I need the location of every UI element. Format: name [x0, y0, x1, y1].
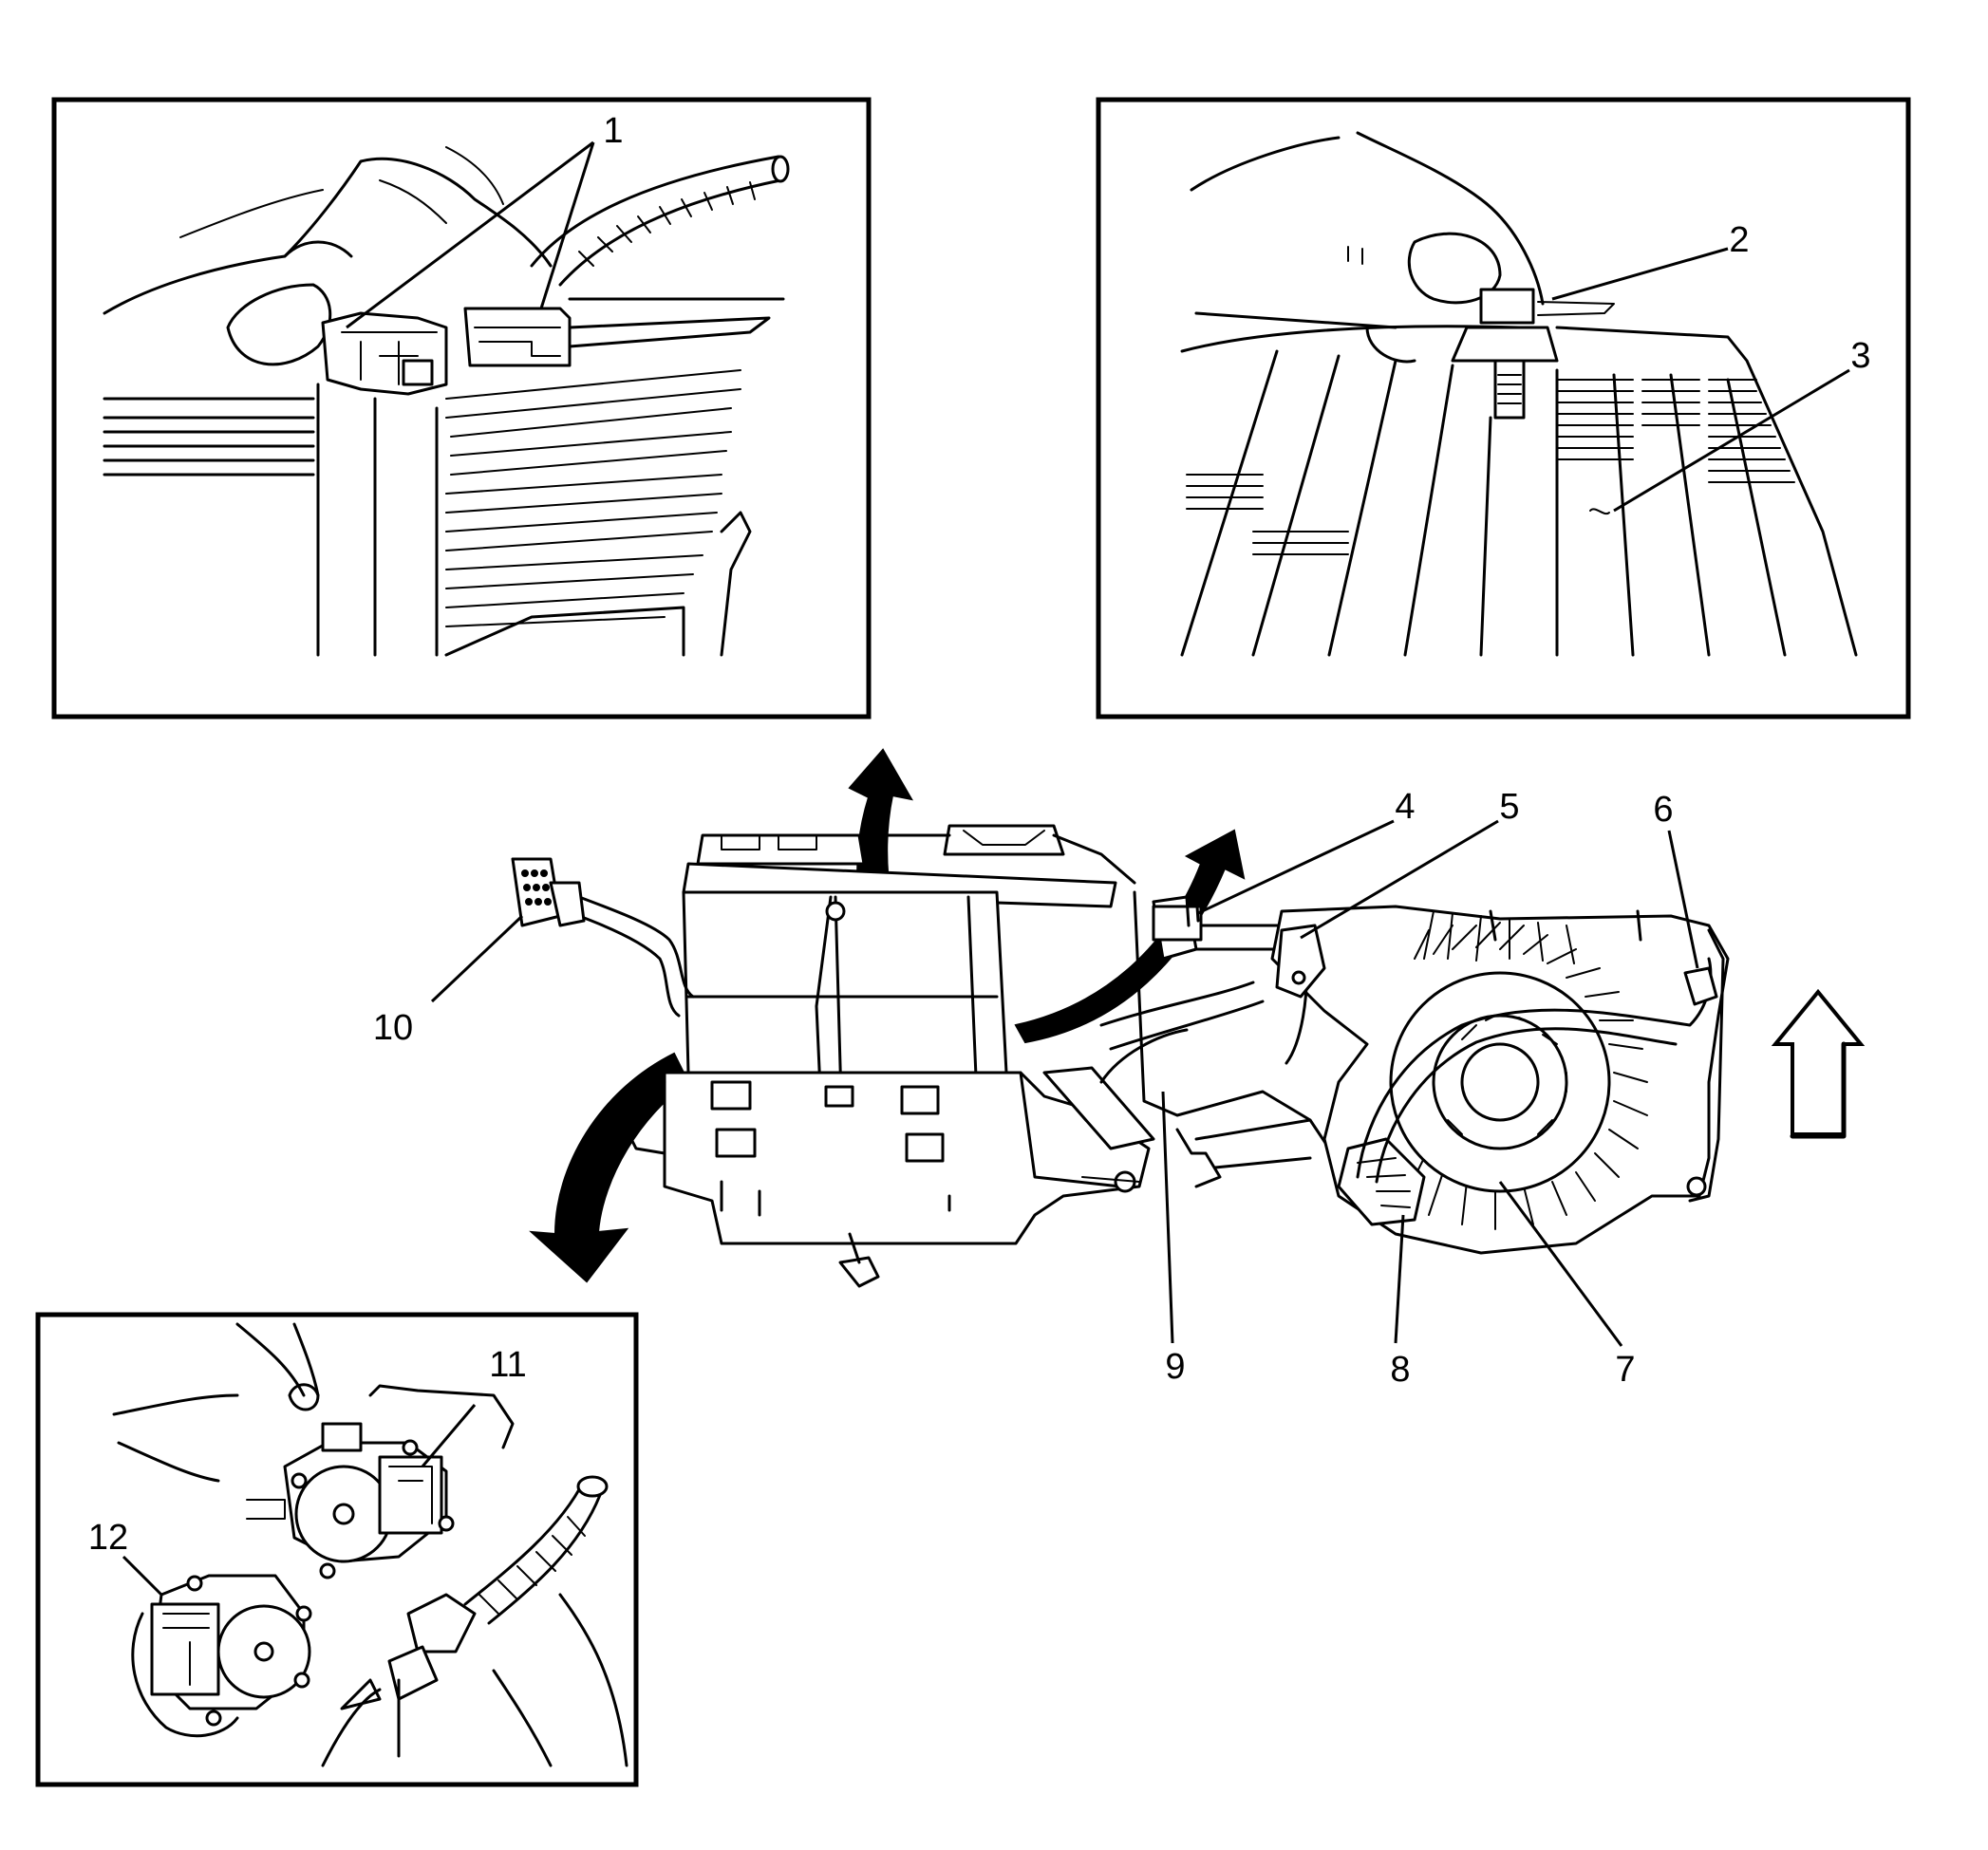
detail-panel-bottom-left: [35, 1312, 639, 1787]
callout-3: 3: [1850, 336, 1870, 376]
mode-actuator: [246, 1422, 455, 1579]
up-arrow-icon: [1771, 988, 1866, 1139]
callout-8: 8: [1390, 1350, 1410, 1390]
connector-right: [463, 307, 572, 367]
hvac-module-assembly: [511, 824, 1730, 1288]
push-pin-fastener: [1451, 288, 1615, 420]
callout-labels: 1 2 3 4 5 6 7 8 9 10 11 12: [88, 111, 1871, 1558]
connector-left: [321, 311, 448, 396]
callout-2: 2: [1729, 220, 1749, 260]
callout-12: 12: [88, 1518, 128, 1558]
detail-panel-top-left: [51, 97, 872, 719]
callout-11: 11: [489, 1345, 526, 1385]
callout-7: 7: [1615, 1350, 1635, 1390]
detail-panel-top-right: [1096, 97, 1911, 719]
leader-lines: [122, 140, 1850, 1597]
callout-5: 5: [1499, 787, 1519, 827]
callout-4: 4: [1395, 787, 1415, 827]
temperature-actuator: [131, 1574, 312, 1738]
callout-9: 9: [1165, 1347, 1185, 1387]
callout-1: 1: [603, 111, 623, 151]
callout-10: 10: [373, 1008, 413, 1048]
callout-6: 6: [1653, 790, 1673, 830]
